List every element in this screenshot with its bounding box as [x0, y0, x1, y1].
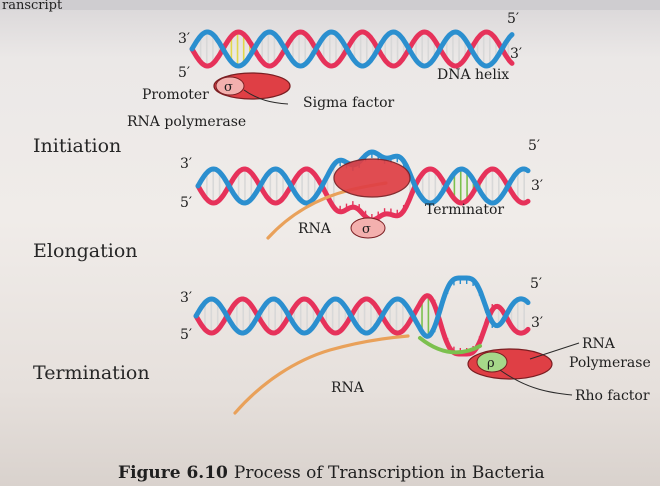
- released-rna-strand: [235, 336, 408, 413]
- stage-termination: Termination: [33, 362, 150, 384]
- top-strip: [0, 0, 660, 10]
- rna-label-termination: RNA: [331, 380, 365, 396]
- panel-dna-helix: 3′ 5′ 5′ 3′ DNA helix σ Promoter Sigma f…: [127, 11, 522, 130]
- figure-title: Process of Transcription in Bacteria: [234, 463, 545, 483]
- end-5prime-right-elong: 5′: [530, 276, 542, 292]
- rna-polymerase-label-line1: RNA: [582, 336, 616, 352]
- end-3prime-left-init: 3′: [180, 156, 192, 172]
- dna-helix-top: [192, 32, 512, 66]
- sigma-factor-label: Sigma factor: [303, 95, 395, 111]
- sigma-symbol: σ: [224, 80, 233, 95]
- rna-polymerase-label-line2: Polymerase: [569, 355, 651, 371]
- end-3prime-right-elong: 3′: [531, 315, 543, 331]
- stage-initiation: Initiation: [33, 135, 121, 157]
- rna-polymerase-initiation: [334, 159, 410, 197]
- header-fragment: ranscript: [2, 0, 63, 13]
- rna-label-initiation: RNA: [298, 221, 332, 237]
- figure-caption: Figure 6.10 Process of Transcription in B…: [118, 463, 545, 483]
- end-5prime-left-top: 5′: [178, 65, 190, 81]
- terminator-label: Terminator: [425, 202, 504, 218]
- panel-termination: RNA ρ RNA Polymerase Rho factor: [235, 336, 651, 413]
- dna-strand-blue: [196, 278, 528, 336]
- dna-helix-label: DNA helix: [437, 67, 509, 83]
- end-3prime-left-top: 3′: [178, 31, 190, 47]
- promoter-label: Promoter: [142, 87, 209, 103]
- panel-initiation: 3′ 5′ 5′ 3′ σ RNA Terminator: [180, 138, 543, 238]
- rho-factor-label: Rho factor: [575, 388, 650, 404]
- released-sigma-symbol: σ: [362, 222, 371, 237]
- end-3prime-left-elong: 3′: [180, 290, 192, 306]
- end-3prime-right-init: 3′: [531, 178, 543, 194]
- end-5prime-left-init: 5′: [180, 195, 192, 211]
- figure-number: Figure 6.10: [118, 463, 228, 483]
- rho-symbol: ρ: [487, 356, 495, 371]
- end-3prime-right-top: 3′: [510, 46, 522, 62]
- stage-elongation: Elongation: [33, 240, 138, 262]
- end-5prime-right-top: 5′: [507, 11, 519, 27]
- end-5prime-right-init: 5′: [528, 138, 540, 154]
- rna-polymerase-label: RNA polymerase: [127, 114, 246, 130]
- end-5prime-left-elong: 5′: [180, 327, 192, 343]
